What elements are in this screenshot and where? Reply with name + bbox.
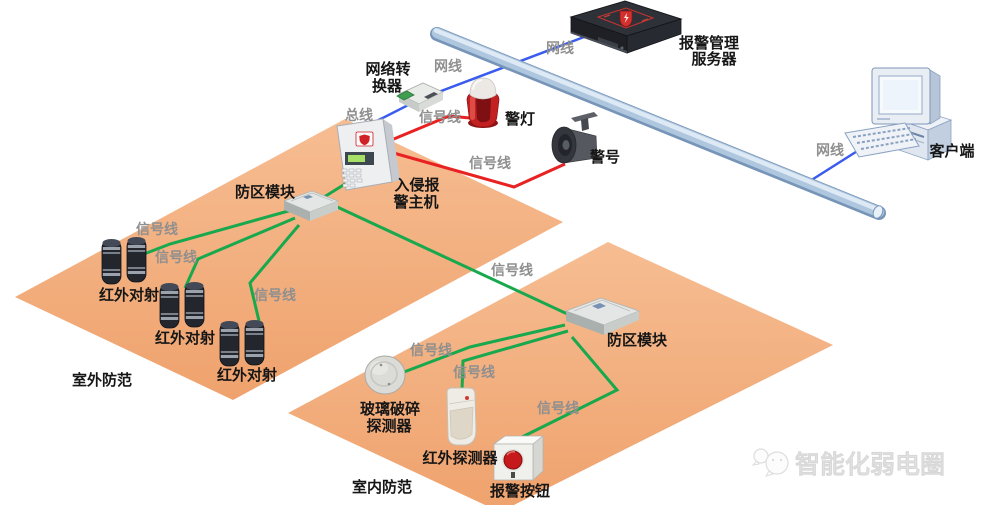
cable-label: 信号线 <box>155 249 197 266</box>
zone-module-outdoor <box>282 190 340 221</box>
cable-label: 信号线 <box>491 262 533 279</box>
cable-alarm-light <box>388 114 471 143</box>
cable-label: 信号线 <box>254 287 296 304</box>
device-labels: 报警管理 服务器 网络转 换器 警灯 警号 入侵报 警主机 防区模块 防区模块 … <box>72 34 975 500</box>
alarm-light-beacon <box>466 77 500 128</box>
panic-button <box>492 435 545 481</box>
cable-label: 总线 <box>345 107 373 124</box>
host-keypad <box>341 168 363 188</box>
cable-label: 信号线 <box>453 364 495 381</box>
zone-module-indoor-label: 防区模块 <box>607 331 668 349</box>
cable-panic-button <box>513 336 620 443</box>
ir-beam-3-label: 红外对射 <box>217 366 277 384</box>
cable-beam3 <box>248 224 301 322</box>
host-label-line2: 警主机 <box>392 193 438 211</box>
cable-label: 网线 <box>546 40 574 57</box>
indoor-zone-label: 室内防范 <box>352 478 412 496</box>
panic-button-label: 报警按钮 <box>490 482 550 500</box>
pir-detector-label: 红外探测器 <box>422 449 498 467</box>
cable-label: 信号线 <box>410 342 452 359</box>
cable-label: 信号线 <box>136 221 178 238</box>
network-pipe <box>430 27 886 220</box>
cable-alarm-horn <box>389 150 566 189</box>
cable-label: 信号线 <box>419 109 461 126</box>
outdoor-zone-ground <box>15 119 563 400</box>
cable-trunk-outdoor-to-indoor <box>332 203 577 320</box>
cable-glass-break <box>403 323 566 374</box>
cable-label: 网线 <box>434 58 462 75</box>
host-label-line1: 入侵报 <box>394 176 439 194</box>
alarm-management-server <box>569 0 683 54</box>
chat-bubbles-logo-icon <box>751 448 789 477</box>
network-converter <box>396 82 444 112</box>
cable-label: 网线 <box>816 142 844 159</box>
intrusion-alarm-host <box>336 118 400 191</box>
ir-beam-1-label: 红外对射 <box>99 286 159 304</box>
cable-pir <box>460 329 569 392</box>
detector-signal-lines <box>130 182 620 443</box>
client-workstation <box>844 67 953 161</box>
zone-module-outdoor-label: 防区模块 <box>235 183 296 201</box>
converter-label-line2: 换器 <box>372 77 403 95</box>
cable-labels: 网线 网线 总线 网线 信号线 信号线 信号线 信号线 信号线 信号线 信号线 … <box>136 40 844 417</box>
indoor-zone-ground <box>288 242 833 505</box>
zone-module-indoor <box>564 297 641 335</box>
glass-break-label-line1: 玻璃破碎 <box>360 400 420 418</box>
ir-beam-2-label: 红外对射 <box>155 329 215 347</box>
pir-detector <box>446 387 477 446</box>
shield-icon <box>359 134 370 146</box>
server-label-line2: 服务器 <box>691 50 737 68</box>
red-button <box>503 450 523 470</box>
alarm-horn <box>551 112 598 164</box>
glass-break-label-line2: 探测器 <box>366 417 412 435</box>
converter-label-line1: 网络转 <box>365 60 410 78</box>
alarm-signal-lines <box>388 114 566 189</box>
watermark: 智能化弱电圈 <box>751 448 945 479</box>
outdoor-zone-label: 室外防范 <box>72 371 132 389</box>
shield-icon <box>619 10 633 28</box>
cable-label: 信号线 <box>537 400 579 417</box>
client-label: 客户端 <box>928 142 974 160</box>
cable-label: 信号线 <box>469 155 511 172</box>
glass-break-detector <box>364 355 406 395</box>
alarm-light-label: 警灯 <box>504 110 535 128</box>
cable-beam2 <box>183 216 296 289</box>
server-label-line1: 报警管理 <box>679 34 739 52</box>
pir-led <box>465 396 469 400</box>
watermark-text: 智能化弱电圈 <box>795 450 945 479</box>
alarm-horn-label: 警号 <box>589 148 620 166</box>
